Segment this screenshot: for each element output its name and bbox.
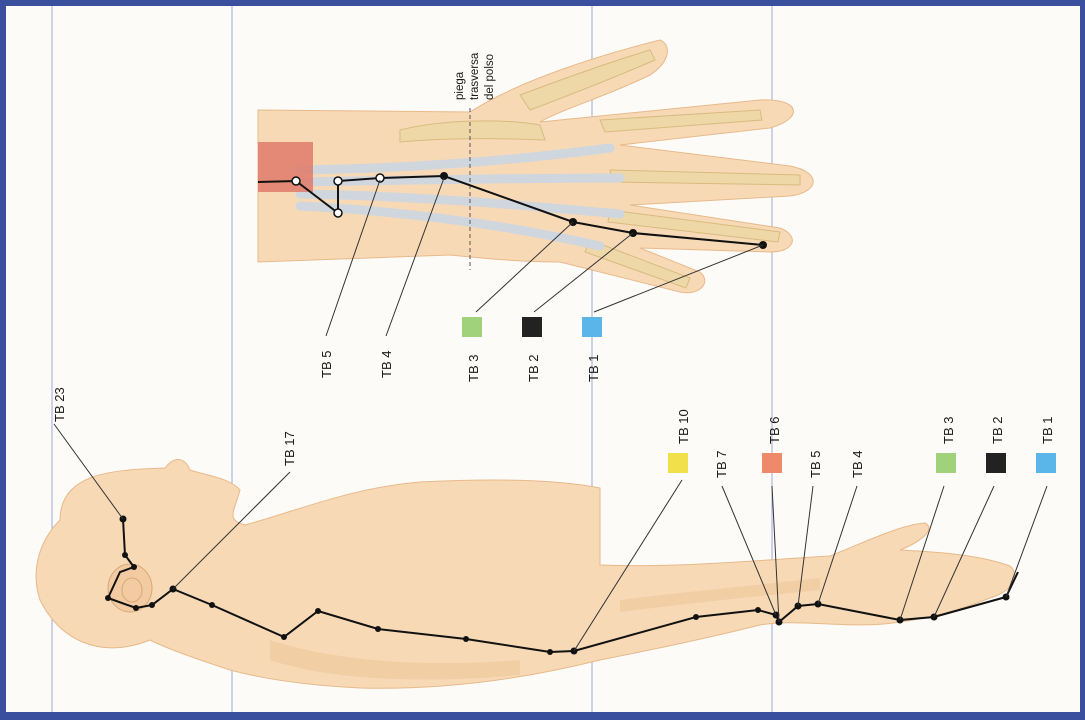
body-point-6 [149, 602, 155, 608]
annotation-line-1: piega [454, 71, 466, 100]
figure-panel: piega trasversa del polso TB 5 T [6, 6, 1080, 712]
body-label-tb3: TB 3 [941, 417, 956, 444]
body-marker-yellow [668, 453, 688, 473]
leader-tb1 [1006, 486, 1047, 597]
body-point-11 [375, 626, 381, 632]
hand-point-open-2 [334, 209, 342, 217]
body-marker-green [936, 453, 956, 473]
hand-point-open-1 [292, 177, 300, 185]
body-label-tb2: TB 2 [990, 417, 1005, 444]
body-label-tb1: TB 1 [1040, 417, 1055, 444]
body-label-tb23: TB 23 [52, 387, 67, 422]
body-label-tb10: TB 10 [676, 409, 691, 444]
body-point-2 [122, 552, 128, 558]
hand-label-tb5: TB 5 [319, 351, 334, 378]
hand-marker-blue [582, 317, 602, 337]
hand-marker-black [522, 317, 542, 337]
body-label-tb4: TB 4 [850, 451, 865, 478]
muscle [258, 142, 313, 192]
body-point-10 [315, 608, 321, 614]
body-point-13 [547, 649, 553, 655]
body-illustration: TB 23 TB 17 TB 10 TB 7 TB 6 TB 5 TB 4 TB… [36, 387, 1056, 688]
hand-label-tb4: TB 4 [379, 351, 394, 378]
body-label-tb17: TB 17 [282, 431, 297, 466]
body-point-8 [209, 602, 215, 608]
hand-point-open-3 [334, 177, 342, 185]
body-skin [36, 460, 1015, 689]
annotation-line-3: del polso [484, 54, 496, 100]
body-marker-blue [1036, 453, 1056, 473]
body-point-15 [693, 614, 699, 620]
body-point-9 [281, 634, 287, 640]
body-point-12 [463, 636, 469, 642]
body-label-tb5: TB 5 [808, 451, 823, 478]
body-point-16 [755, 607, 761, 613]
body-label-tb7: TB 7 [714, 451, 729, 478]
body-point-4 [105, 595, 111, 601]
body-marker-salmon [762, 453, 782, 473]
body-point-5 [133, 605, 139, 611]
hand-label-tb3: TB 3 [466, 355, 481, 382]
body-point-3 [131, 564, 137, 570]
body-label-tb6: TB 6 [767, 417, 782, 444]
meridian-diagram: piega trasversa del polso TB 5 T [6, 6, 1080, 712]
hand-label-tb1: TB 1 [586, 355, 601, 382]
body-marker-black [986, 453, 1006, 473]
hand-illustration: piega trasversa del polso TB 5 T [258, 40, 813, 382]
hand-label-tb2: TB 2 [526, 355, 541, 382]
annotation-line-2: trasversa [469, 52, 481, 100]
hand-marker-green [462, 317, 482, 337]
